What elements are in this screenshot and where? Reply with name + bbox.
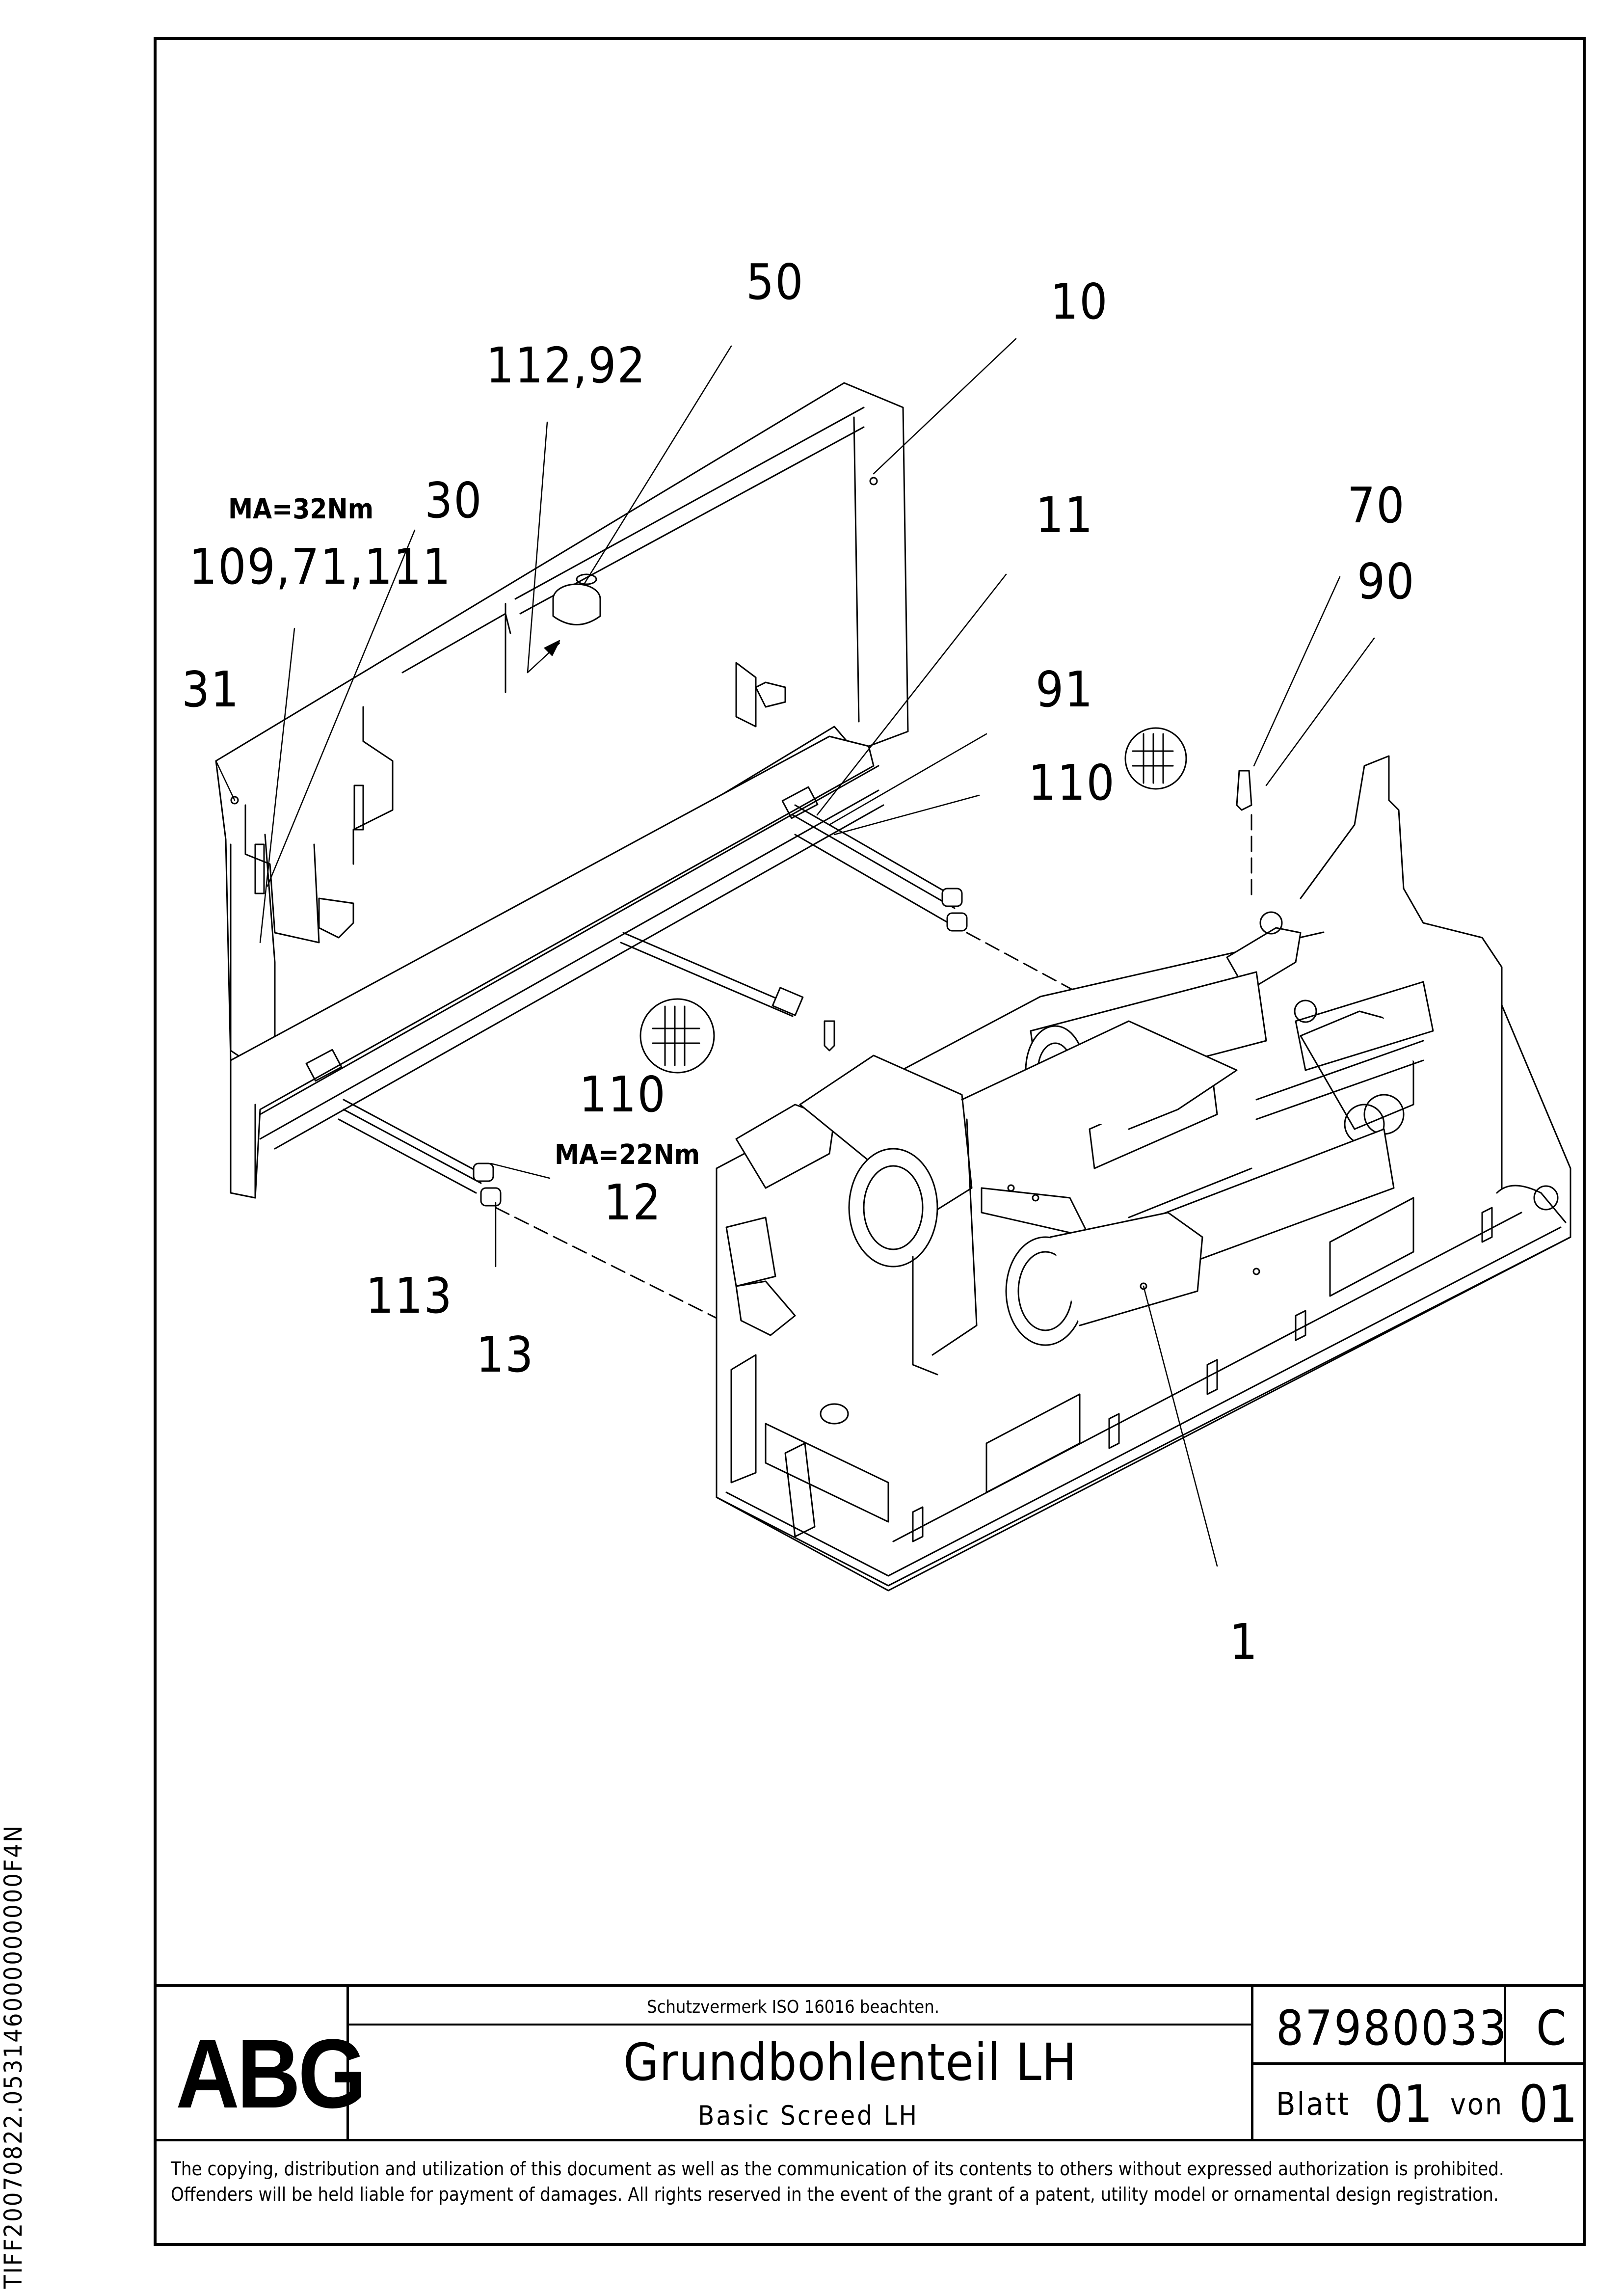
- callout-112-92: 112,92: [486, 337, 646, 394]
- callout-12: 12: [604, 1174, 662, 1231]
- callout-11: 11: [1036, 486, 1094, 544]
- title-block-top-rule: [154, 1984, 1586, 1987]
- sheet-label: Blatt: [1276, 2086, 1350, 2123]
- title-block-revision-divider: [1504, 1984, 1506, 2064]
- leader-lines: [215, 338, 1375, 1567]
- callout-1: 1: [1229, 1613, 1259, 1671]
- callout-30: 30: [425, 472, 483, 529]
- abg-logo: ABG: [176, 2019, 367, 2129]
- callout-110-lower: 110: [579, 1066, 666, 1123]
- callout-91: 91: [1036, 661, 1094, 718]
- screed-frame: [716, 755, 1571, 1592]
- callout-13: 13: [476, 1326, 534, 1383]
- callout-90: 90: [1357, 553, 1415, 610]
- thread-lock-symbol-upper: [1124, 727, 1187, 790]
- legal-notice: The copying, distribution and utilizatio…: [171, 2158, 1504, 2205]
- sheet-number: 01: [1374, 2074, 1433, 2134]
- side-file-code: TIFF20070822.053146000000000F4N: [0, 1824, 27, 2289]
- sheet-total: 01: [1519, 2074, 1578, 2134]
- callout-113: 113: [366, 1267, 453, 1324]
- thread-lock-symbol-lower: [639, 998, 715, 1074]
- drawing-frame: [154, 37, 1586, 2246]
- callout-31: 31: [182, 661, 240, 718]
- torque-spec-upper: MA=32Nm: [228, 493, 374, 525]
- title-block-sheet-rule: [1251, 2062, 1586, 2065]
- torque-spec-lower: MA=22Nm: [555, 1139, 700, 1171]
- callout-70: 70: [1347, 477, 1406, 534]
- callout-110-upper: 110: [1028, 754, 1116, 811]
- drawing-title-de: Grundbohlenteil LH: [623, 2032, 1077, 2092]
- revision-letter: C: [1536, 2000, 1567, 2056]
- title-block-bottom-rule: [154, 2139, 1586, 2141]
- drawing-title-en: Basic Screed LH: [698, 2100, 919, 2131]
- title-block-logo-divider: [346, 1984, 349, 2140]
- of-label: von: [1450, 2087, 1504, 2122]
- callout-10: 10: [1050, 273, 1109, 330]
- angle-bar: [230, 735, 884, 1199]
- protection-note: Schutzvermerk ISO 16016 beachten.: [647, 1997, 940, 2017]
- back-panel: [215, 382, 909, 1081]
- part-number: 87980033: [1276, 2000, 1508, 2056]
- rods: [338, 770, 1252, 1207]
- callout-109-71-111: 109,71,111: [189, 538, 452, 595]
- title-block-note-rule: [346, 2024, 1252, 2026]
- callout-50: 50: [746, 253, 804, 311]
